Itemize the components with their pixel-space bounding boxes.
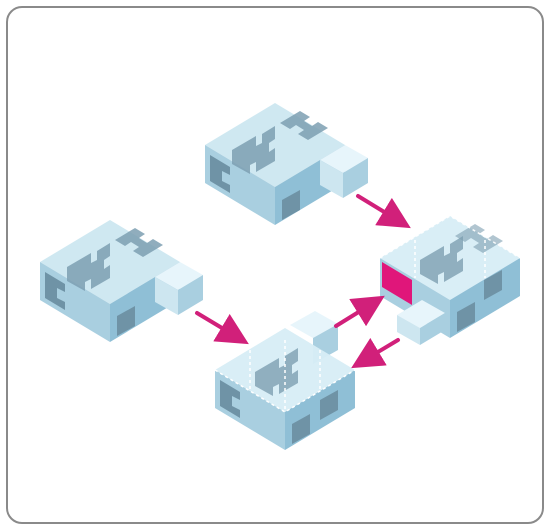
block-top xyxy=(205,103,368,225)
highlight-socket xyxy=(382,262,412,305)
block-bottom xyxy=(214,311,356,450)
arrows xyxy=(195,194,411,369)
block-left xyxy=(40,220,203,342)
arrow-bottom-to-right xyxy=(334,295,385,328)
arrow-right-to-bottom xyxy=(351,337,400,369)
arrow-left-to-bottom xyxy=(195,311,249,345)
arrow-top-to-right xyxy=(356,194,411,229)
block-right xyxy=(379,215,521,345)
